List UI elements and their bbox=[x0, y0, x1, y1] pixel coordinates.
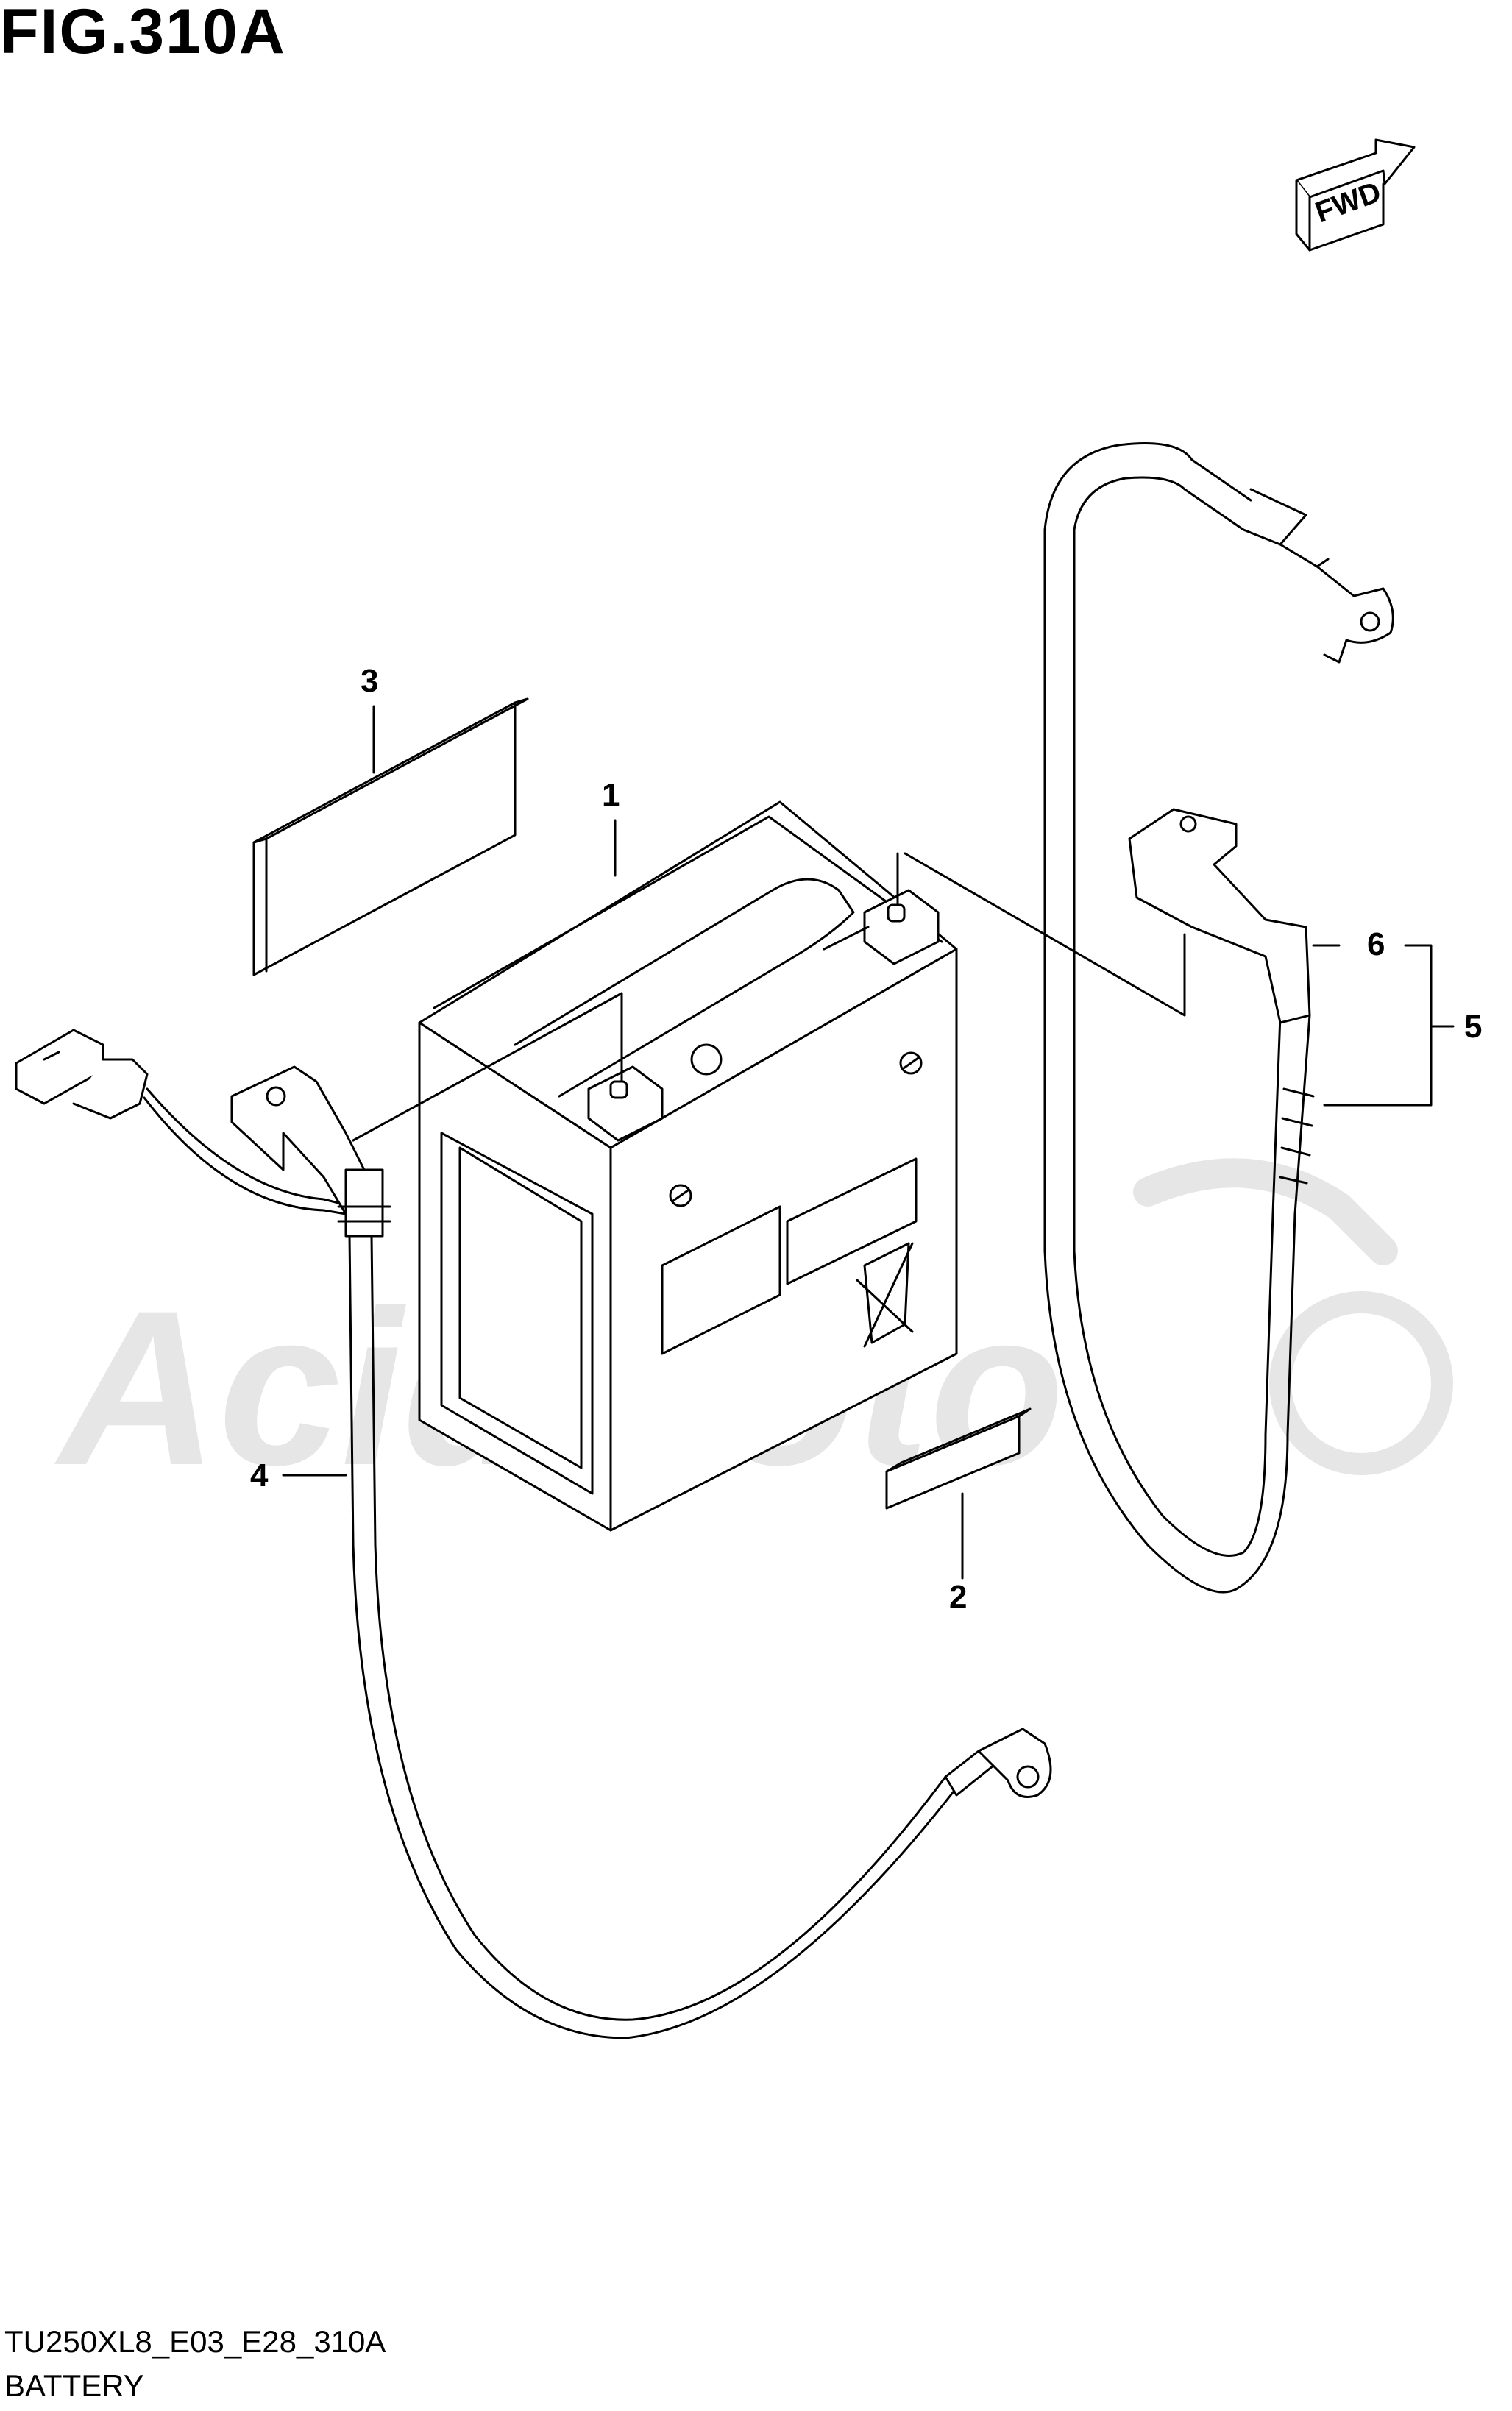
diagram-code: TU250XL8_E03_E28_310A bbox=[4, 2324, 386, 2359]
fwd-arrow-icon: FWD bbox=[1295, 138, 1416, 252]
part-3-pad bbox=[252, 697, 529, 976]
part-1-battery bbox=[352, 800, 1186, 1532]
callout-3: 3 bbox=[361, 663, 378, 699]
part-2-pad bbox=[885, 1407, 1032, 1510]
callout-6: 6 bbox=[1367, 926, 1385, 962]
callouts: 3 1 6 5 4 2 bbox=[250, 663, 1482, 1615]
diagram-caption: BATTERY bbox=[4, 2368, 144, 2403]
figure-title: FIG.310A bbox=[0, 0, 286, 67]
callout-4: 4 bbox=[250, 1457, 269, 1494]
callout-1: 1 bbox=[602, 777, 620, 813]
part-4-cable bbox=[15, 1029, 1052, 2039]
callout-5: 5 bbox=[1464, 1009, 1482, 1045]
part-5-cable bbox=[1043, 442, 1394, 1594]
callout-2: 2 bbox=[949, 1579, 967, 1615]
